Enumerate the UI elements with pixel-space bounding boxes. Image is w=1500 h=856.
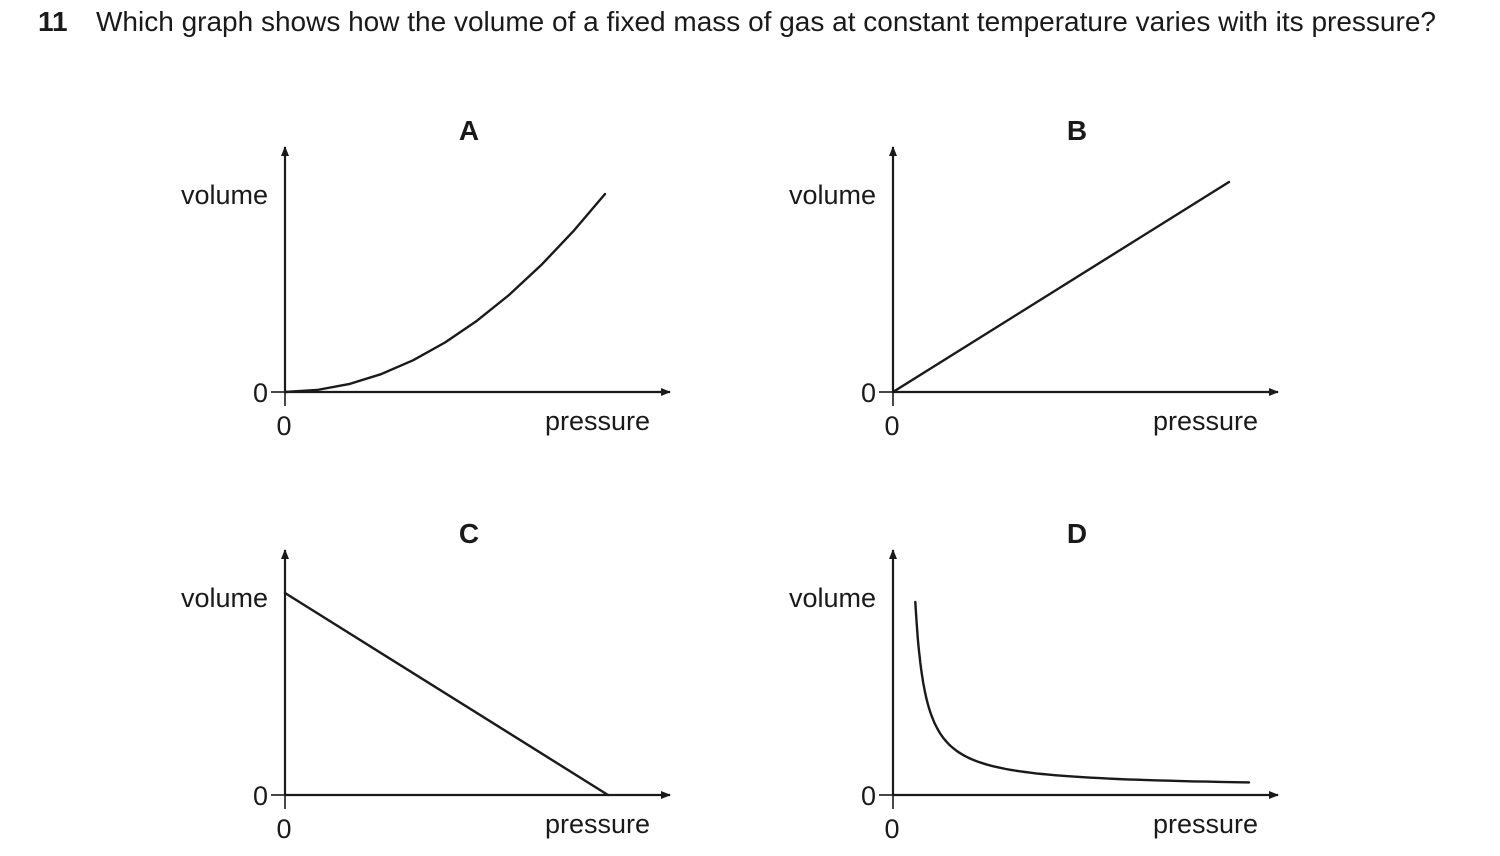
graph-b-x-origin-label: 0 (884, 411, 899, 441)
graph-d-xlabel: pressure (1153, 809, 1258, 839)
graph-b-letter: B (1067, 115, 1087, 146)
graph-d-x-origin-label: 0 (884, 814, 899, 844)
graph-a-x-origin-label: 0 (276, 411, 291, 441)
graph-c-x-origin-label: 0 (276, 814, 291, 844)
graph-d-letter: D (1067, 518, 1087, 549)
graph-d-ylabel: volume (789, 583, 876, 613)
graph-c-ylabel: volume (181, 583, 268, 613)
graph-a-y-origin-label: 0 (253, 378, 268, 408)
graph-c-curve (283, 591, 610, 797)
graph-c-xlabel: pressure (545, 809, 650, 839)
graph-b-xlabel: pressure (1153, 406, 1258, 436)
graph-a-curve (283, 192, 607, 394)
graph-d-y-origin-label: 0 (861, 781, 876, 811)
graph-a-ylabel: volume (181, 180, 268, 210)
graph-b-y-origin-label: 0 (861, 378, 876, 408)
graph-b-ylabel: volume (789, 180, 876, 210)
graph-a-xlabel: pressure (545, 406, 650, 436)
question-number: 11 (38, 6, 68, 37)
graph-c-letter: C (459, 518, 479, 549)
graph-c-y-origin-label: 0 (253, 781, 268, 811)
graph-a-letter: A (459, 115, 479, 146)
question-text: Which graph shows how the volume of a fi… (96, 6, 1436, 37)
graph-b-curve (891, 180, 1231, 394)
graph-d-curve (914, 600, 1251, 784)
